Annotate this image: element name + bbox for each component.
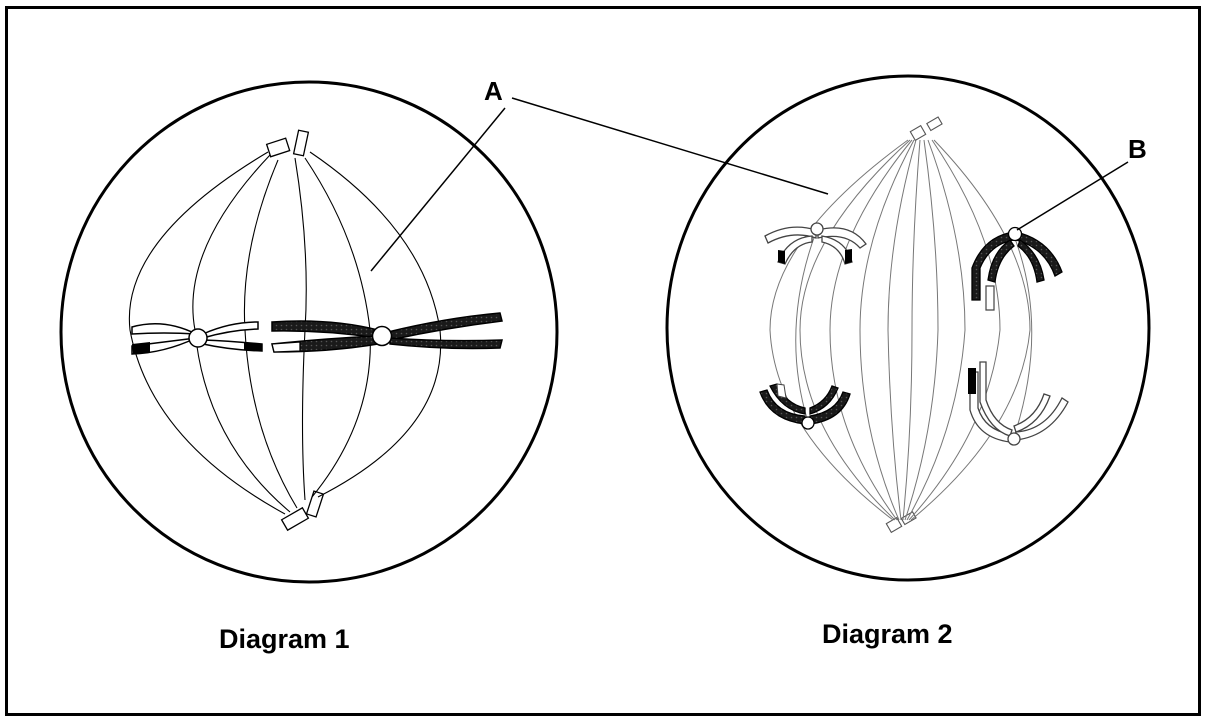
diagram-2-cell: [667, 76, 1149, 580]
label-a: A: [484, 76, 503, 106]
centriole-top-2: [910, 117, 942, 140]
chromatid-top-right: [972, 228, 1062, 311]
label-a-line-to-diagram-1: [371, 108, 505, 271]
chromosome-large-1: [272, 313, 502, 352]
chromatid-bottom-right: [968, 362, 1068, 445]
chromatid-top-left: [765, 223, 866, 264]
label-b-line: [1017, 162, 1128, 230]
centriole-top-1: [267, 130, 309, 157]
label-b: B: [1128, 134, 1147, 164]
caption-diagram-2: Diagram 2: [822, 619, 953, 649]
spindle-fibers-2: [770, 140, 1032, 520]
chromatid-bottom-left: [760, 384, 850, 429]
centromere-1b: [373, 327, 392, 346]
centriole-bottom-2: [886, 512, 916, 532]
centromere-1a: [189, 329, 207, 347]
diagram-1-cell: [61, 82, 557, 582]
caption-diagram-1: Diagram 1: [219, 624, 350, 654]
